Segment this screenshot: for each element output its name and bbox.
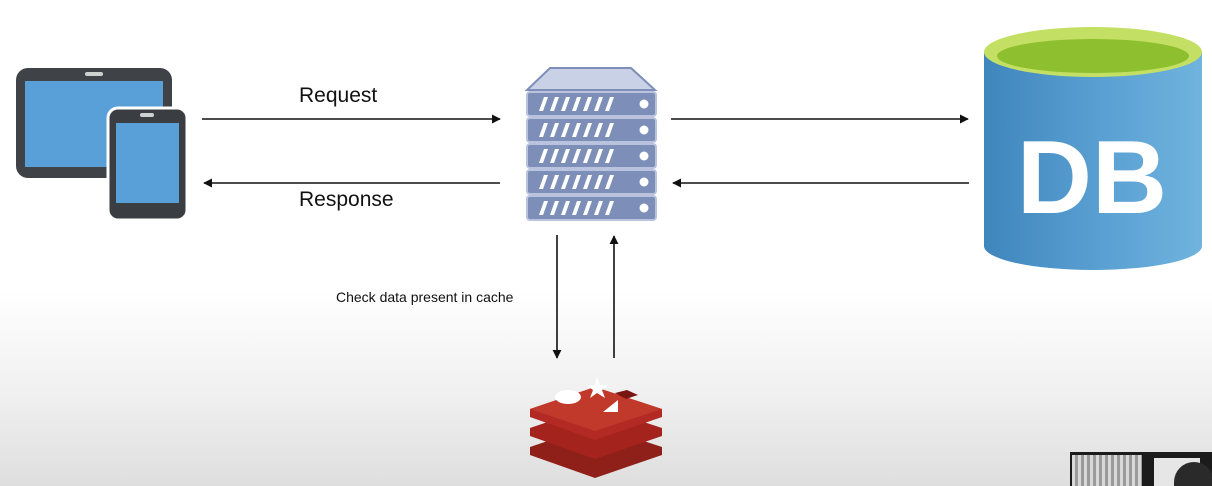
request-label: Request — [299, 84, 378, 107]
client-devices-icon — [16, 68, 189, 222]
server-unit — [526, 195, 657, 221]
server-unit — [526, 143, 657, 169]
arrows — [202, 114, 969, 359]
response-label: Response — [299, 188, 394, 211]
server-unit — [526, 91, 657, 117]
db-text: DB — [1017, 120, 1167, 236]
server-unit — [526, 117, 657, 143]
database-cylinder-icon: DB — [984, 27, 1202, 270]
cache-check-label: Check data present in cache — [336, 289, 514, 305]
server-rack-icon — [524, 67, 658, 221]
webcam-blinds — [1072, 455, 1142, 486]
webcam-person — [1174, 462, 1212, 486]
redis-cache-icon — [530, 377, 662, 478]
server-unit — [526, 169, 657, 195]
webcam-overlay — [1070, 452, 1212, 486]
